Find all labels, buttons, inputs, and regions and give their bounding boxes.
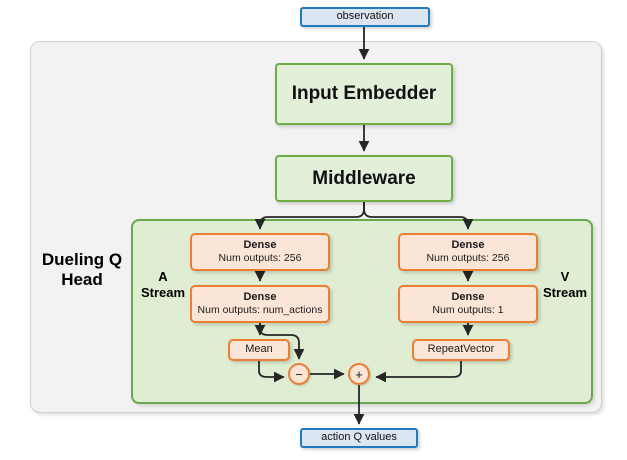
- middleware-label: Middleware: [312, 167, 416, 189]
- add-operator-node: +: [348, 363, 370, 385]
- a-stream-label: A Stream: [139, 269, 187, 300]
- observation-label: observation: [336, 10, 394, 23]
- repeat-vector-label: RepeatVector: [427, 343, 495, 356]
- edge-a-dense2-to-minus: [259, 323, 305, 360]
- add-operator-symbol: +: [355, 366, 363, 382]
- mean-label: Mean: [245, 343, 273, 356]
- dueling-q-head-label: Dueling Q Head: [36, 250, 128, 291]
- input-embedder-label: Input Embedder: [291, 83, 437, 105]
- v-stream-dense-1-subtitle: Num outputs: 256: [426, 252, 510, 265]
- v-stream-label-line2: Stream: [542, 284, 588, 300]
- a-stream-label-line2: Stream: [140, 284, 186, 300]
- a-stream-dense-2-subtitle: Num outputs: num_actions: [197, 304, 323, 317]
- v-stream-dense-2-title: Dense: [451, 290, 485, 303]
- edge-middleware-to-a-dense1: [254, 202, 365, 230]
- subtract-operator-symbol: −: [295, 366, 303, 382]
- action-q-values-label: action Q values: [321, 431, 397, 444]
- action-q-values-node: action Q values: [300, 428, 418, 448]
- repeat-vector-node: RepeatVector: [412, 339, 510, 361]
- v-stream-dense-2-subtitle: Num outputs: 1: [432, 304, 504, 317]
- input-embedder-node: Input Embedder: [275, 63, 453, 125]
- a-stream-dense-2-title: Dense: [243, 290, 277, 303]
- v-stream-dense-1-title: Dense: [451, 238, 485, 251]
- a-stream-label-line1: A: [158, 269, 168, 284]
- a-stream-dense-2-node: Dense Num outputs: num_actions: [190, 285, 330, 323]
- v-stream-dense-2-node: Dense Num outputs: 1: [398, 285, 538, 323]
- v-stream-dense-1-node: Dense Num outputs: 256: [398, 233, 538, 271]
- dueling-q-head-label-line1: Dueling Q: [41, 250, 123, 269]
- edge-middleware-to-v-dense1: [363, 202, 474, 230]
- observation-node: observation: [300, 7, 430, 27]
- a-stream-dense-1-node: Dense Num outputs: 256: [190, 233, 330, 271]
- v-stream-label-line1: V: [560, 269, 570, 284]
- mean-node: Mean: [228, 339, 290, 361]
- edge-repeatvector-to-plus: [375, 361, 462, 383]
- dueling-q-head-label-line2: Head: [61, 270, 103, 290]
- a-stream-dense-1-title: Dense: [243, 238, 277, 251]
- v-stream-label: V Stream: [541, 269, 589, 300]
- subtract-operator-node: −: [288, 363, 310, 385]
- a-stream-dense-1-subtitle: Num outputs: 256: [218, 252, 302, 265]
- middleware-node: Middleware: [275, 155, 453, 202]
- edge-mean-to-minus: [258, 361, 285, 383]
